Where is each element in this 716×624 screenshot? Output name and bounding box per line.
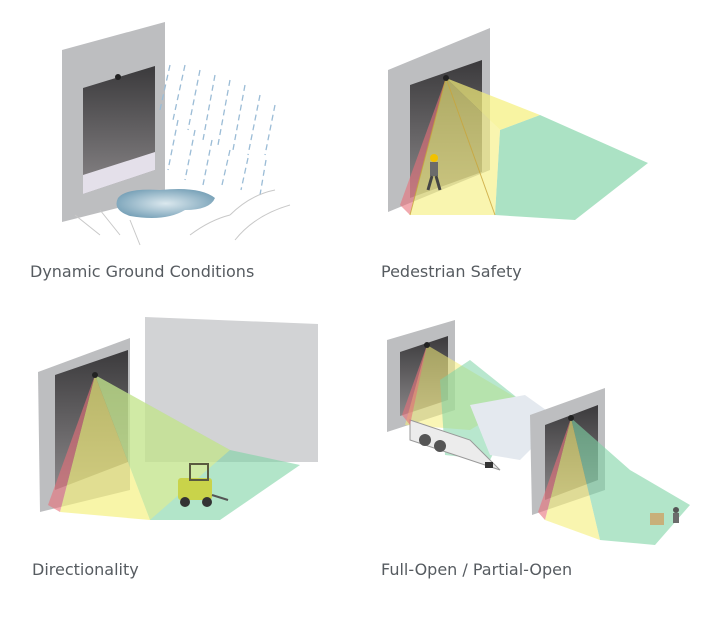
caption-directionality: Directionality [32, 560, 139, 579]
caption-pedestrian-safety: Pedestrian Safety [381, 262, 522, 281]
pallet-icon [650, 513, 664, 525]
sensor-icon [568, 415, 574, 421]
pedestrian-icon [673, 507, 679, 523]
sensor-icon [115, 74, 121, 80]
sensor-icon [424, 342, 430, 348]
forklift-direction-illustration [38, 317, 318, 520]
pedestrian-detection-illustration [388, 28, 648, 220]
sensor-icon [443, 75, 449, 81]
forklift-icon [178, 463, 229, 507]
caption-dynamic-ground-conditions: Dynamic Ground Conditions [30, 262, 255, 281]
pedestrian-icon [426, 154, 442, 191]
caption-full-open-partial-open: Full-Open / Partial-Open [381, 560, 573, 579]
sensor-icon [92, 372, 98, 378]
rain-puddle-illustration [62, 22, 291, 246]
truck-door-illustration [387, 320, 690, 545]
truck-trailer-icon [409, 419, 501, 471]
